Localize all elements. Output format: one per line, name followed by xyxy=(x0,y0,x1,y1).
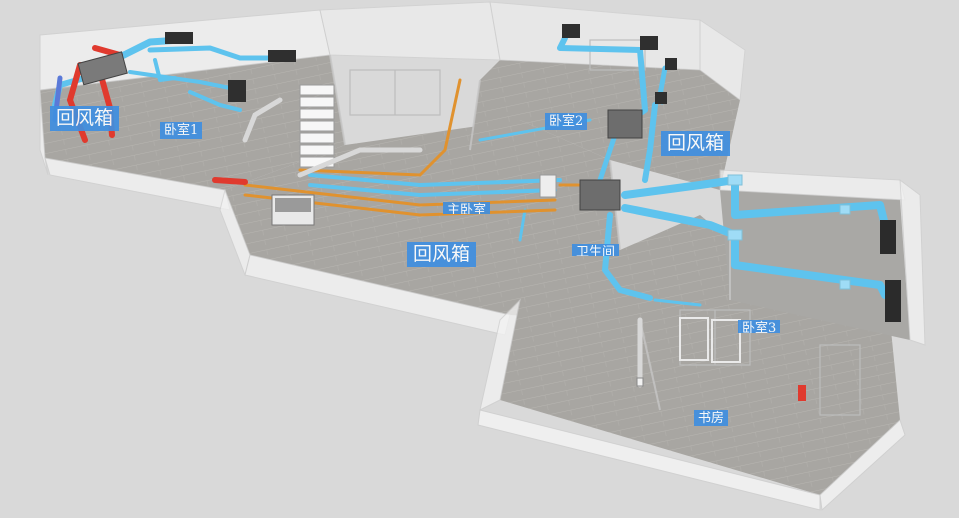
air-handler-center-right xyxy=(579,179,621,211)
label-master-bedroom: 主卧室 xyxy=(443,202,491,214)
bathroom-unit xyxy=(539,174,557,198)
label-return-box-center: 回风箱 xyxy=(407,242,477,267)
duct-joints xyxy=(727,174,851,290)
wall-north-mid xyxy=(319,1,501,61)
wall-west-left xyxy=(39,89,49,176)
grille-1 xyxy=(679,317,709,361)
window-2 xyxy=(589,39,646,71)
label-bedroom-1: 卧室1 xyxy=(160,122,203,139)
fan-coil-4 xyxy=(562,24,580,38)
fan-coil-6 xyxy=(665,58,677,70)
grille-2 xyxy=(711,319,741,363)
wall-terrace-east xyxy=(899,178,926,346)
label-return-box-right: 回风箱 xyxy=(661,131,731,156)
floor-living-room xyxy=(500,290,900,495)
floor-terrace xyxy=(720,190,910,340)
label-bedroom-3: 卧室3 xyxy=(738,320,781,333)
label-bathroom: 卫生间 xyxy=(572,244,620,256)
fan-coil-right-2 xyxy=(885,280,901,322)
wall-east-top xyxy=(699,19,746,101)
wall-living-south xyxy=(477,409,821,511)
equipment xyxy=(77,24,901,401)
fan-coil-2 xyxy=(268,50,296,62)
red-valve xyxy=(798,385,806,401)
fan-coil-7 xyxy=(655,92,667,104)
label-return-box-left: 回风箱 xyxy=(50,106,120,131)
fan-coil-3 xyxy=(228,80,246,102)
label-living-room: 书房 xyxy=(694,410,729,426)
vertical-pipe-end xyxy=(636,377,644,387)
staircase xyxy=(299,84,335,168)
air-handler-top-right xyxy=(607,109,643,139)
grey-pipes xyxy=(242,97,643,388)
wall-living-east xyxy=(819,419,906,512)
wall-living-west xyxy=(479,298,521,411)
floor-bedroom-2 xyxy=(470,60,740,190)
fan-coil-5 xyxy=(640,36,658,50)
label-bedroom-2: 卧室2 xyxy=(545,113,588,130)
fan-coil-right-1 xyxy=(880,220,896,254)
fan-coil-1 xyxy=(165,32,193,44)
window-4 xyxy=(819,344,861,416)
air-handler-left xyxy=(77,51,128,86)
